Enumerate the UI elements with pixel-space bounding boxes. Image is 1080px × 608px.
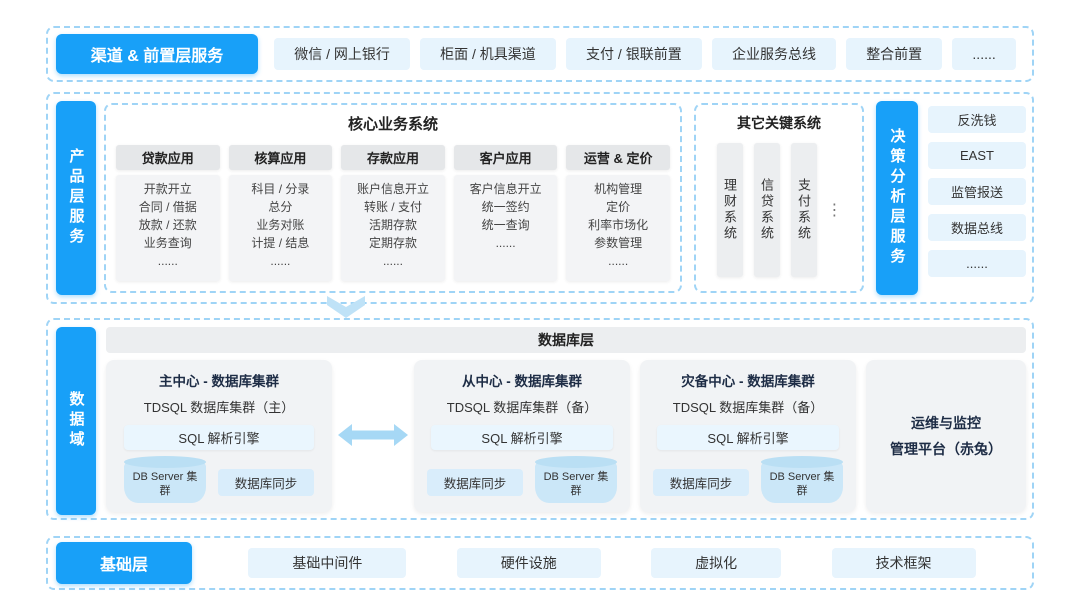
- base-items-row: 基础中间件 硬件设施 虚拟化 技术框架: [192, 548, 1032, 578]
- base-item: 技术框架: [831, 548, 976, 578]
- cluster-title: 灾备中心 - 数据库集群: [681, 374, 815, 389]
- decision-item-ellipsis: ......: [928, 250, 1026, 277]
- channel-items-row: 微信 / 网上银行 柜面 / 机具渠道 支付 / 银联前置 企业服务总线 整合前…: [258, 38, 1032, 70]
- base-item: 虚拟化: [651, 548, 782, 578]
- db-sync-box: 数据库同步: [218, 468, 314, 496]
- vertical-system-item: 理财系统: [716, 143, 743, 277]
- db-server-cylinder: DB Server 集群: [535, 456, 617, 503]
- channel-item: 微信 / 网上银行: [274, 38, 410, 70]
- vertical-system-item: 信贷系统: [753, 143, 780, 277]
- channel-layer-section: 渠道 & 前置层服务 微信 / 网上银行 柜面 / 机具渠道 支付 / 银联前置…: [46, 26, 1034, 82]
- cluster-bottom-row: 数据库同步 DB Server 集群: [414, 456, 630, 503]
- core-column-body: 客户信息开立 统一签约 统一查询 ......: [453, 175, 558, 281]
- base-layer-section: 基础层 基础中间件 硬件设施 虚拟化 技术框架: [46, 536, 1034, 590]
- cluster-card-primary: 主中心 - 数据库集群 TDSQL 数据库集群（主） SQL 解析引擎 DB S…: [106, 360, 332, 512]
- db-server-cylinder: DB Server 集群: [761, 456, 843, 503]
- database-layer-header: 数据库层: [106, 327, 1026, 353]
- core-column-header: 存款应用: [341, 145, 445, 170]
- cluster-title: 主中心 - 数据库集群: [159, 374, 279, 389]
- core-column-header: 贷款应用: [116, 145, 220, 170]
- decision-item: 数据总线: [928, 214, 1026, 241]
- core-column-header: 核算应用: [228, 145, 333, 170]
- product-layer-bar: 产品层服务: [56, 101, 96, 295]
- cluster-bottom-row: DB Server 集群 数据库同步: [106, 456, 332, 503]
- channel-item: 企业服务总线: [711, 38, 836, 70]
- down-arrow-icon: [327, 296, 365, 318]
- decision-item: 反洗钱: [928, 106, 1026, 133]
- core-column-header: 客户应用: [453, 145, 558, 170]
- core-column-deposit: 存款应用 账户信息开立 转账 / 支付 活期存款 定期存款 ......: [341, 145, 445, 281]
- ops-platform-line2: 管理平台（赤兔）: [890, 441, 1002, 457]
- core-column-body: 机构管理 定价 利率市场化 参数管理 ......: [566, 175, 670, 281]
- other-systems-row: 理财系统 信贷系统 支付系统 ⋮: [696, 143, 862, 277]
- core-column-header: 运营 & 定价: [566, 145, 670, 170]
- tdsql-label: TDSQL 数据库集群（主）: [143, 400, 295, 415]
- db-sync-box: 数据库同步: [427, 468, 523, 496]
- sql-engine-box: SQL 解析引擎: [431, 425, 613, 450]
- ellipsis-dots: ⋮: [826, 202, 843, 219]
- channel-item: 整合前置: [846, 38, 943, 70]
- base-item: 硬件设施: [456, 548, 601, 578]
- vertical-system-item: 支付系统: [790, 143, 817, 277]
- data-domain-section: 数据域 数据库层 主中心 - 数据库集群 TDSQL 数据库集群（主） SQL …: [46, 318, 1034, 520]
- sql-engine-box: SQL 解析引擎: [657, 425, 839, 450]
- core-business-title: 核心业务系统: [347, 116, 438, 133]
- base-item: 基础中间件: [248, 548, 407, 578]
- other-key-systems-title: 其它关键系统: [737, 115, 821, 131]
- cluster-card-secondary: 从中心 - 数据库集群 TDSQL 数据库集群（备） SQL 解析引擎 数据库同…: [414, 360, 630, 512]
- cluster-title: 从中心 - 数据库集群: [462, 374, 582, 389]
- tdsql-label: TDSQL 数据库集群（备）: [446, 400, 598, 415]
- core-columns: 贷款应用 开款开立 合同 / 借据 放款 / 还款 业务查询 ...... 核算…: [116, 145, 670, 281]
- cluster-bottom-row: 数据库同步 DB Server 集群: [640, 456, 856, 503]
- base-layer-label: 基础层: [56, 542, 192, 584]
- other-key-systems-panel: 其它关键系统 理财系统 信贷系统 支付系统 ⋮: [694, 103, 864, 293]
- channel-layer-label: 渠道 & 前置层服务: [56, 34, 258, 74]
- core-column-body: 科目 / 分录 总分 业务对账 计提 / 结息 ......: [228, 175, 333, 281]
- core-column-pricing: 运营 & 定价 机构管理 定价 利率市场化 参数管理 ......: [566, 145, 670, 281]
- sql-engine-box: SQL 解析引擎: [124, 425, 314, 450]
- cluster-card-disaster-recovery: 灾备中心 - 数据库集群 TDSQL 数据库集群（备） SQL 解析引擎 数据库…: [640, 360, 856, 512]
- ops-platform-card: 运维与监控 管理平台（赤兔）: [866, 360, 1026, 512]
- core-column-body: 开款开立 合同 / 借据 放款 / 还款 业务查询 ......: [116, 175, 220, 281]
- product-layer-section: 产品层服务 核心业务系统 贷款应用 开款开立 合同 / 借据 放款 / 还款 业…: [46, 92, 1034, 304]
- decision-item: 监管报送: [928, 178, 1026, 205]
- decision-analysis-bar: 决策分析层服务: [876, 101, 918, 295]
- core-business-panel: 核心业务系统 贷款应用 开款开立 合同 / 借据 放款 / 还款 业务查询 ..…: [104, 103, 682, 293]
- tdsql-label: TDSQL 数据库集群（备）: [672, 400, 824, 415]
- core-column-body: 账户信息开立 转账 / 支付 活期存款 定期存款 ......: [341, 175, 445, 281]
- sync-arrow-icon: [338, 424, 408, 446]
- db-sync-box: 数据库同步: [653, 468, 749, 496]
- ops-platform-line1: 运维与监控: [911, 415, 981, 431]
- core-column-accounting: 核算应用 科目 / 分录 总分 业务对账 计提 / 结息 ......: [228, 145, 333, 281]
- data-domain-bar: 数据域: [56, 327, 96, 515]
- channel-item: 柜面 / 机具渠道: [420, 38, 556, 70]
- channel-item: 支付 / 银联前置: [566, 38, 702, 70]
- channel-item-ellipsis: ......: [952, 38, 1016, 70]
- core-column-customer: 客户应用 客户信息开立 统一签约 统一查询 ......: [453, 145, 558, 281]
- decision-items-column: 反洗钱 EAST 监管报送 数据总线 ......: [928, 106, 1026, 277]
- decision-item: EAST: [928, 142, 1026, 169]
- core-column-loan: 贷款应用 开款开立 合同 / 借据 放款 / 还款 业务查询 ......: [116, 145, 220, 281]
- db-server-cylinder: DB Server 集群: [124, 456, 206, 503]
